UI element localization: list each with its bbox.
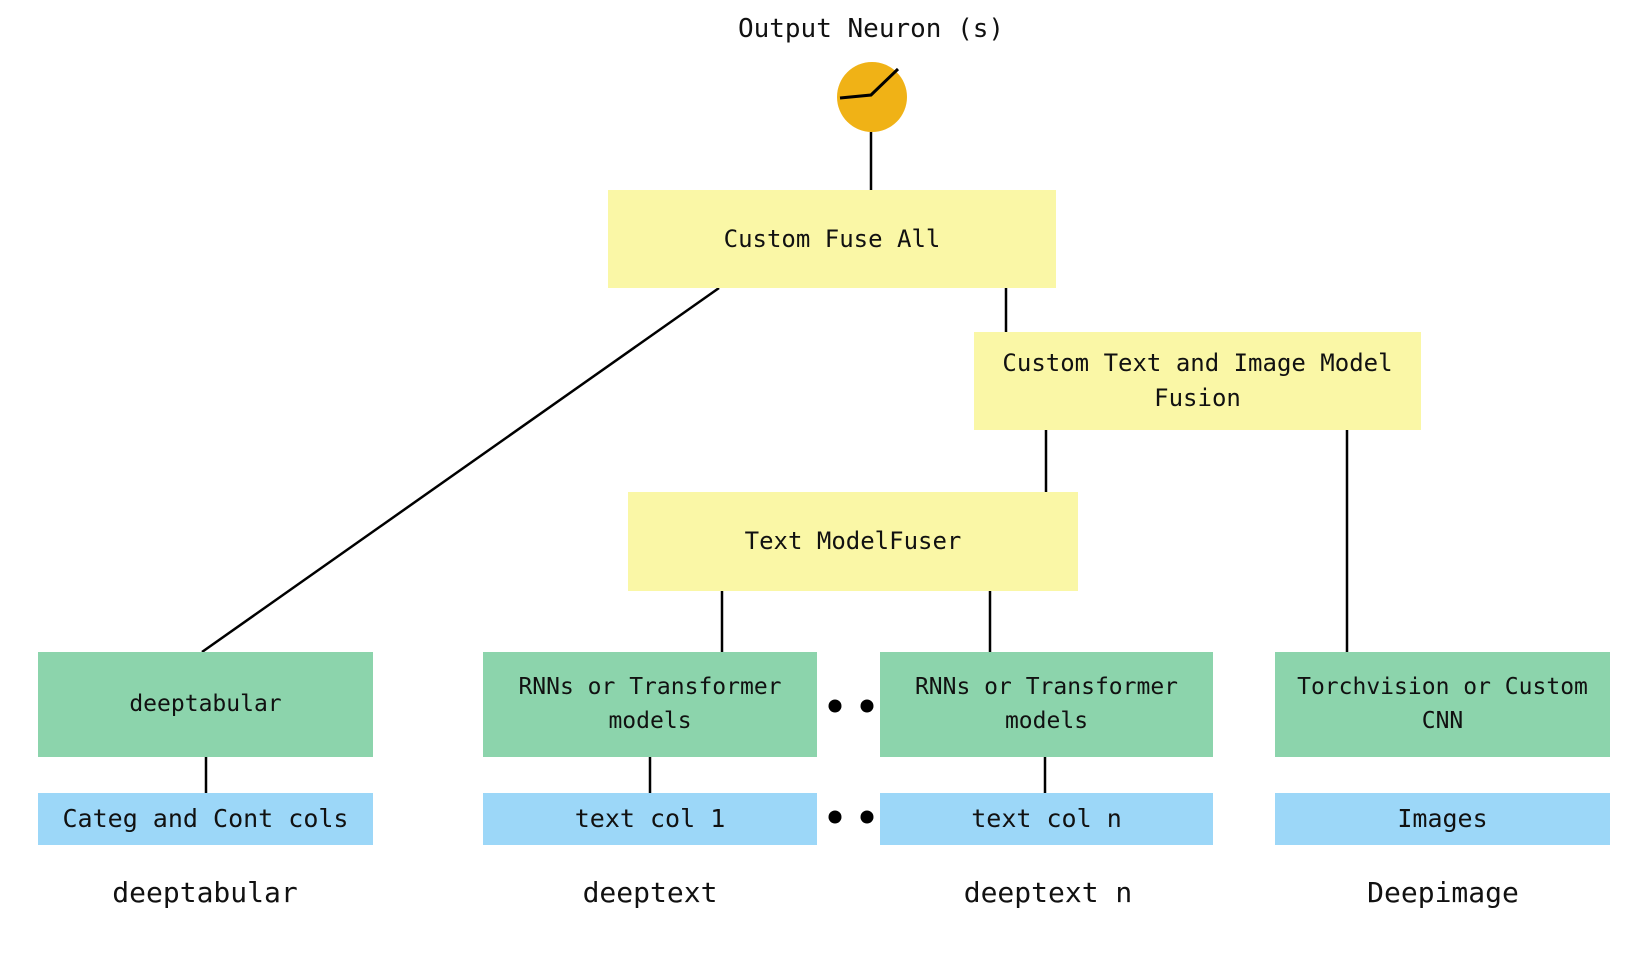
node-deeptabular-model: deeptabular: [38, 652, 373, 757]
relu-activation-neuron-icon: [837, 62, 907, 132]
ellipsis-dots: [828, 699, 874, 824]
node-torchvision-cnn: Torchvision or Custom CNN: [1275, 652, 1610, 757]
node-custom-fuse-all: Custom Fuse All: [608, 190, 1056, 288]
node-text-col-n: text col n: [880, 793, 1213, 845]
node-rnn-transformer-1: RNNs or Transformer models: [483, 652, 817, 757]
edge-fuse-all-to-deeptabular: [201, 286, 720, 654]
column-label-deeptabular: deeptabular: [112, 876, 298, 909]
node-custom-text-image-fusion: Custom Text and Image Model Fusion: [974, 332, 1421, 430]
node-text-col-1: text col 1: [483, 793, 817, 845]
node-categ-cont-cols: Categ and Cont cols: [38, 793, 373, 845]
column-label-deeptext: deeptext: [582, 876, 718, 909]
column-label-deepimage: Deepimage: [1367, 876, 1519, 909]
node-images: Images: [1275, 793, 1610, 845]
column-label-deeptext-n: deeptext n: [963, 876, 1133, 909]
node-text-model-fuser: Text ModelFuser: [628, 492, 1078, 591]
output-neuron-label: Output Neuron (s): [737, 14, 1005, 44]
node-rnn-transformer-n: RNNs or Transformer models: [880, 652, 1213, 757]
